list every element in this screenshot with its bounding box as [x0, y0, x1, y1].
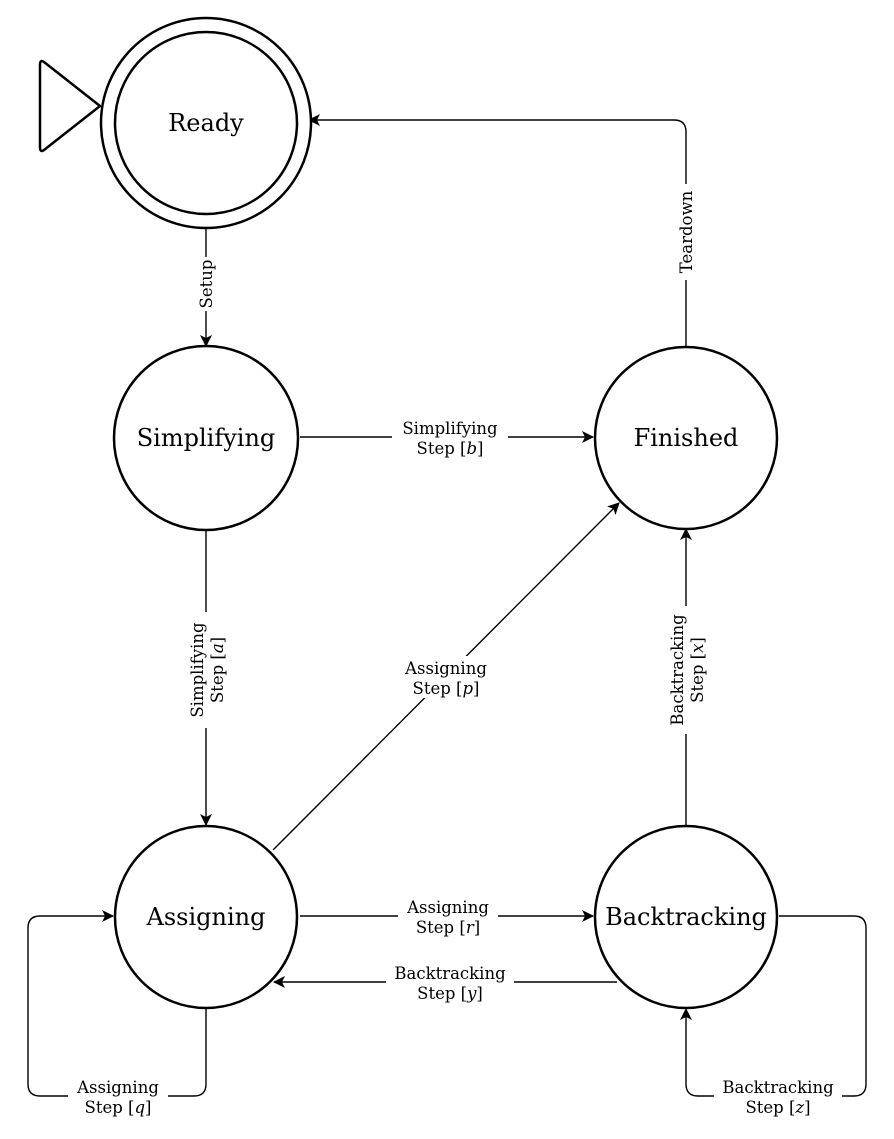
- label-assigning-step-r-line1: Assigning: [406, 898, 489, 917]
- label-simplifying-step-a-line1: Simplifying: [188, 622, 207, 718]
- label-simplifying-step-a-bg: [185, 612, 227, 728]
- label-simplifying-step-b-line1: Simplifying: [402, 419, 498, 438]
- label-assigning-step-p-line2: Step [p]: [413, 679, 480, 698]
- state-assigning-circle: [113, 824, 299, 1010]
- state-ready-label: Ready: [168, 109, 244, 137]
- label-backtracking-step-z-line2: Step [z]: [745, 1098, 810, 1117]
- label-teardown: Teardown: [675, 184, 697, 280]
- edge-teardown: [308, 114, 687, 346]
- state-assigning[interactable]: Assigning: [113, 824, 299, 1010]
- label-assigning-step-r: Assigning Step [r]: [398, 895, 498, 937]
- label-setup-text: Setup: [197, 260, 216, 309]
- state-finished[interactable]: Finished: [593, 345, 779, 531]
- label-assigning-step-q-line1: Assigning: [76, 1078, 159, 1097]
- label-backtracking-step-x-bg: [665, 606, 707, 734]
- label-simplifying-step-a-line2: Step [a]: [208, 637, 227, 703]
- state-backtracking-label: Backtracking: [605, 903, 767, 931]
- label-teardown-bg: [675, 184, 697, 280]
- label-backtracking-step-y-line2: Step [y]: [417, 984, 483, 1003]
- state-simplifying-label: Simplifying: [137, 424, 276, 452]
- label-backtracking-step-x-line1: Backtracking: [668, 614, 687, 726]
- label-assigning-step-p: Assigning Step [p]: [396, 656, 496, 698]
- label-assigning-step-q-line2: Step [q]: [85, 1098, 152, 1117]
- label-simplifying-step-a: Simplifying Step [a]: [185, 612, 227, 728]
- label-teardown-text: Teardown: [677, 190, 696, 273]
- label-assigning-step-r-bg: [398, 895, 498, 937]
- label-backtracking-step-x: Backtracking Step [x]: [665, 606, 707, 734]
- label-assigning-step-q-bg: [68, 1075, 168, 1117]
- label-backtracking-step-z: Backtracking Step [z]: [714, 1075, 842, 1117]
- label-backtracking-step-y-line1: Backtracking: [394, 964, 506, 983]
- label-backtracking-step-y-bg: [386, 961, 514, 1003]
- state-backtracking[interactable]: Backtracking: [593, 824, 779, 1010]
- state-ready[interactable]: Ready: [99, 16, 313, 230]
- state-simplifying-circle: [112, 344, 300, 532]
- label-assigning-step-p-line1: Assigning: [404, 659, 487, 678]
- state-backtracking-circle: [593, 824, 779, 1010]
- edge-backtracking-self-loop-z: [680, 915, 867, 1097]
- label-simplifying-step-b-line2: Step [b]: [417, 439, 484, 458]
- label-simplifying-step-b-bg: [392, 416, 508, 458]
- label-assigning-step-r-line2: Step [r]: [416, 918, 480, 937]
- label-setup-bg: [195, 257, 217, 311]
- label-assigning-step-p-bg: [396, 656, 496, 698]
- start-marker-icon: [38, 59, 102, 153]
- label-setup: Setup: [195, 257, 217, 311]
- label-backtracking-step-z-bg: [714, 1075, 842, 1117]
- state-finished-label: Finished: [634, 424, 739, 452]
- label-backtracking-step-y: Backtracking Step [y]: [386, 961, 514, 1003]
- edge-assigning-self-loop-q: [27, 910, 207, 1097]
- state-simplifying[interactable]: Simplifying: [112, 344, 300, 532]
- label-assigning-step-q: Assigning Step [q]: [68, 1075, 168, 1117]
- label-simplifying-step-b: Simplifying Step [b]: [392, 416, 508, 458]
- state-assigning-label: Assigning: [146, 903, 266, 931]
- state-ready-inner-ring: [113, 30, 299, 216]
- label-backtracking-step-z-line1: Backtracking: [722, 1078, 834, 1097]
- label-backtracking-step-x-line2: Step [x]: [688, 637, 707, 703]
- state-finished-circle: [593, 345, 779, 531]
